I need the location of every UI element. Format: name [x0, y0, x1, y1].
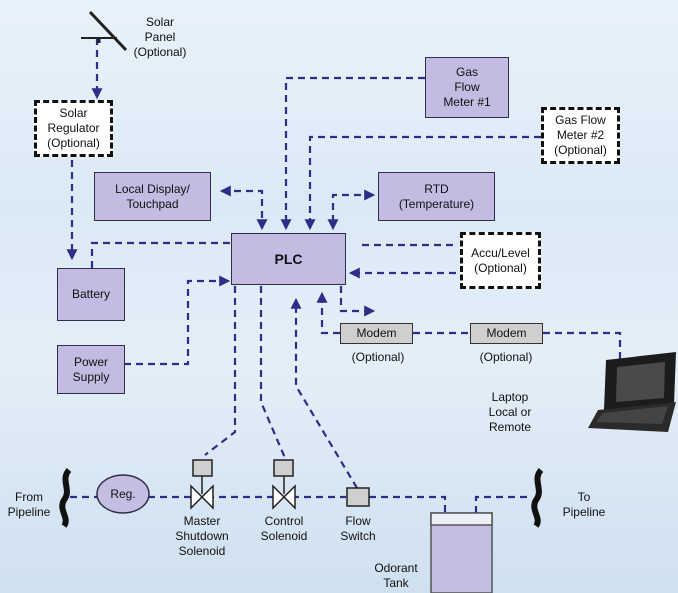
wire-meter2-to-plc: [304, 135, 541, 231]
odorant-tank-icon: [430, 512, 493, 593]
pipeline-break-left-icon: [59, 467, 72, 528]
laptop-icon: [588, 352, 676, 432]
flow-switch-icon: [346, 487, 370, 507]
wire-modem-to-plc: [316, 291, 340, 335]
solar-regulator: Solar Regulator (Optional): [34, 100, 113, 157]
power-supply: Power Supply: [57, 345, 125, 394]
gas-flow-meter-2-label: Gas Flow Meter #2 (Optional): [554, 113, 607, 157]
wire-meter1-to-plc: [280, 76, 425, 231]
gas-flow-meter-1: Gas Flow Meter #1: [425, 57, 509, 118]
rtd-label: RTD (Temperature): [398, 181, 475, 211]
power-supply-label: Power Supply: [72, 354, 110, 384]
pipeline-break-right-icon: [531, 467, 544, 528]
control-solenoid-label: Control Solenoid: [260, 514, 308, 543]
wire-rtd-to-plc: [327, 189, 376, 231]
rtd: RTD (Temperature): [378, 172, 495, 221]
flow-switch-label: Flow Switch: [340, 514, 376, 543]
regulator: Reg.: [100, 484, 146, 504]
wire-display-to-plc: [219, 185, 268, 231]
solar-regulator-label: Solar Regulator (Optional): [47, 106, 100, 150]
pipe-tank-to-outlet: [474, 495, 530, 513]
master-shutdown-solenoid-label: Master Shutdown Solenoid: [175, 514, 229, 558]
gas-flow-meter-1-label: Gas Flow Meter #1: [443, 65, 491, 109]
control-solenoid-valve-icon: [272, 459, 296, 510]
accu-level: Accu/Level (Optional): [460, 232, 541, 289]
plc-label: PLC: [274, 250, 303, 267]
accu-level-label: Accu/Level (Optional): [471, 245, 530, 275]
wire-plc-to-control-solenoid: [259, 286, 287, 459]
modem-2: Modem: [470, 323, 543, 344]
battery-label: Battery: [71, 287, 110, 301]
wire-battery-to-plc: [90, 241, 230, 268]
battery: Battery: [57, 268, 125, 321]
modem-1-label: Modem: [356, 326, 397, 340]
modem-1-optional-label: (Optional): [351, 350, 405, 364]
pipe-flowswitch-to-tank: [369, 495, 447, 513]
modem-2-label: Modem: [486, 326, 527, 340]
wire-modem2-to-laptop: [543, 331, 622, 360]
odorant-tank-label: Odorant Tank: [374, 561, 418, 590]
regulator-label: Reg.: [110, 486, 136, 501]
local-display-label: Local Display/ Touchpad: [115, 181, 190, 211]
local-display: Local Display/ Touchpad: [94, 172, 211, 221]
laptop-label: Laptop Local or Remote: [488, 390, 532, 434]
from-pipeline-label: From Pipeline: [7, 490, 51, 519]
plc: PLC: [231, 233, 346, 285]
gas-flow-meter-2: Gas Flow Meter #2 (Optional): [541, 107, 620, 164]
regulator-icon: [96, 474, 150, 514]
wire-power-to-plc: [124, 275, 231, 366]
solar-panel-icon: [81, 10, 128, 52]
wire-plc-to-master-solenoid: [204, 286, 237, 456]
wire-flowswitch-to-plc: [290, 297, 358, 489]
master-solenoid-valve-icon: [190, 459, 214, 510]
to-pipeline-label: To Pipeline: [562, 490, 606, 519]
solar-panel-label: Solar Panel (Optional): [133, 15, 187, 59]
wire-plc-to-modem: [339, 286, 376, 317]
modem-1: Modem: [340, 323, 413, 344]
modem-2-optional-label: (Optional): [479, 350, 533, 364]
